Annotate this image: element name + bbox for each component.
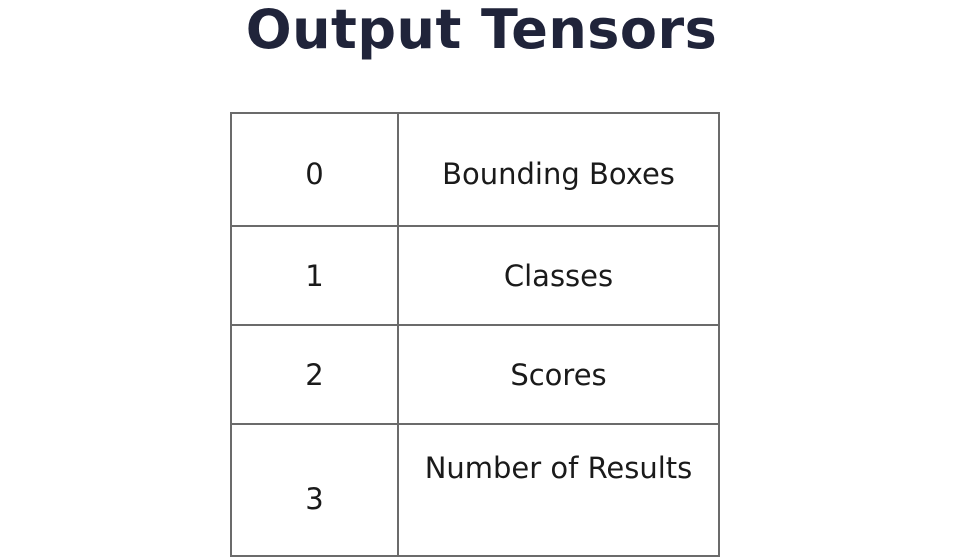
table-row: 3 Number of Results — [230, 423, 720, 557]
tensor-index-cell: 0 — [230, 112, 399, 227]
table-row: 2 Scores — [230, 324, 720, 425]
tensor-index-cell: 3 — [230, 423, 399, 557]
tensor-label-cell: Classes — [397, 225, 720, 326]
tensor-label-cell: Bounding Boxes — [397, 112, 720, 227]
table-row: 0 Bounding Boxes — [230, 112, 720, 227]
tensor-index-cell: 1 — [230, 225, 399, 326]
table-row: 1 Classes — [230, 225, 720, 326]
tensor-label-cell: Number of Results — [397, 423, 720, 557]
output-tensors-table: 0 Bounding Boxes 1 Classes 2 Scores 3 Nu… — [230, 112, 720, 557]
tensor-label-cell: Scores — [397, 324, 720, 425]
page-title: Output Tensors — [245, 0, 718, 61]
tensor-index-cell: 2 — [230, 324, 399, 425]
